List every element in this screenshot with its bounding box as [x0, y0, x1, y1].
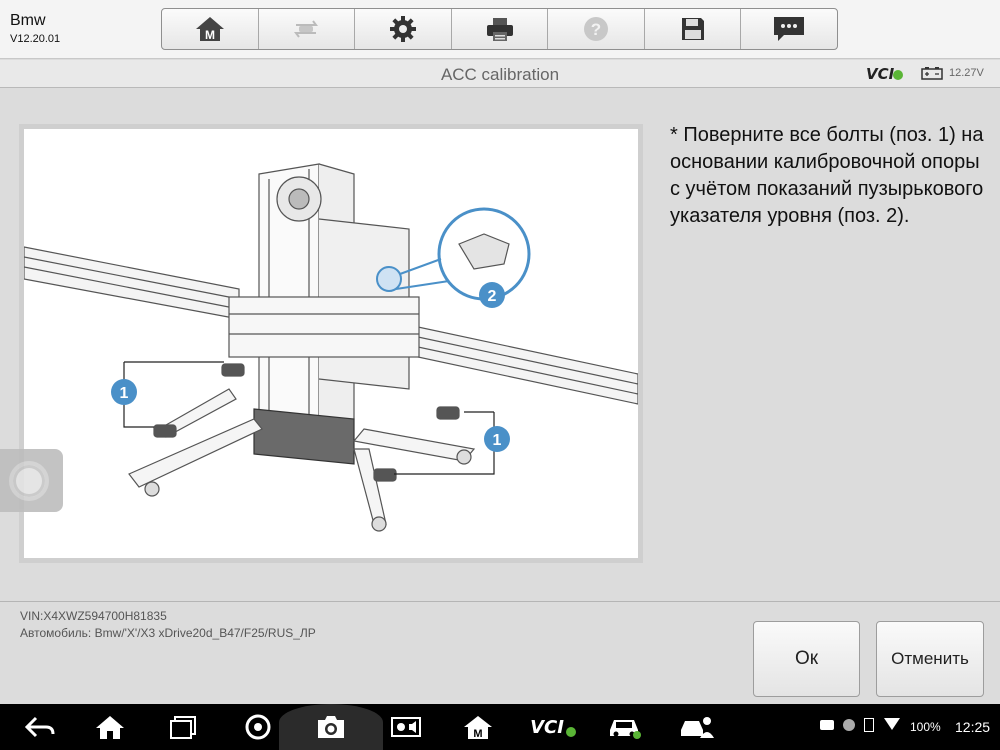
recent-apps-button[interactable] [165, 713, 201, 741]
vin-text: VIN:X4XWZ594700H81835 [20, 609, 167, 623]
home-m-icon: M [464, 716, 492, 740]
home-m-icon: M [195, 17, 224, 42]
display-settings-button[interactable] [388, 713, 424, 741]
toolbar: M [161, 8, 838, 50]
home-nav-button[interactable] [92, 713, 128, 741]
battery-percent: 100% [910, 720, 941, 734]
chrome-icon [245, 714, 271, 740]
back-nav-button[interactable] [22, 713, 58, 741]
svg-text:M: M [473, 728, 482, 740]
chat-status-icon [820, 720, 834, 730]
car-text: Автомобиль: Bmw/'X'/X3 xDrive20d_B47/F25… [20, 626, 316, 640]
question-icon: ? [584, 17, 609, 41]
svg-text:M: M [205, 28, 215, 42]
ok-button[interactable]: Ок [753, 621, 860, 697]
help-button[interactable]: ? [548, 9, 645, 49]
camera-icon [318, 716, 344, 738]
printer-icon [486, 18, 513, 41]
cancel-button[interactable]: Отменить [876, 621, 984, 697]
brightness-volume-icon [391, 717, 421, 737]
svg-text:?: ? [591, 20, 601, 39]
wifi-status-icon [884, 718, 900, 730]
vci-connected-icon [893, 70, 903, 80]
print-button[interactable] [452, 9, 549, 49]
back-arrow-icon [24, 716, 55, 738]
callout-1-left: 1 [120, 385, 129, 402]
calibration-illustration: 1 1 2 [19, 124, 643, 563]
floating-assist-handle[interactable] [0, 449, 63, 512]
messages-button[interactable] [741, 9, 837, 49]
remote-support-button[interactable] [679, 713, 715, 741]
callout-2: 2 [488, 288, 497, 305]
home-icon [96, 716, 124, 739]
app-brand: Bmw V12.20.01 [10, 12, 60, 45]
car-person-icon [681, 717, 714, 738]
car-icon [610, 720, 641, 739]
voltage-value: 12.27V [949, 67, 984, 79]
chat-icon [774, 17, 805, 41]
adas-stand-drawing: 1 1 2 [24, 163, 638, 532]
android-nav-bar: M VCI 100% 12:25 [0, 704, 1000, 750]
browser-nav-button[interactable] [240, 713, 276, 741]
vci-nav-button[interactable]: VCI [530, 713, 576, 741]
sim-status-icon [864, 718, 874, 732]
callout-1-right: 1 [493, 432, 502, 449]
home-button[interactable]: M [162, 9, 259, 49]
bluetooth-status-icon [843, 719, 855, 731]
save-button[interactable] [645, 9, 742, 49]
vehicle-nav-button[interactable] [606, 713, 642, 741]
vehicle-swap-button[interactable] [259, 9, 356, 49]
app-version: V12.20.01 [10, 33, 61, 45]
recent-apps-icon [170, 716, 196, 739]
vci-nav-label: VCI [530, 716, 564, 738]
gear-icon [389, 16, 416, 42]
settings-button[interactable] [355, 9, 452, 49]
app-name: Bmw [10, 12, 46, 29]
instruction-text: * Поверните все болты (поз. 1) на основа… [670, 124, 984, 227]
vci-status-label: VCI [866, 65, 895, 83]
assist-ring-icon [9, 461, 49, 501]
diagnostics-home-button[interactable]: M [460, 713, 496, 741]
vehicle-swap-icon [294, 20, 319, 38]
vehicle-info: VIN:X4XWZ594700H81835 Автомобиль: Bmw/'X… [20, 608, 316, 642]
screenshot-nav-button[interactable] [313, 713, 349, 741]
floppy-icon [681, 18, 704, 40]
vci-check-icon [565, 727, 576, 737]
top-bar: Bmw V12.20.01 M [0, 0, 1000, 59]
title-bar: ACC calibration VCI [0, 60, 1000, 88]
clock: 12:25 [955, 719, 991, 735]
battery-voltage-icon [921, 67, 943, 80]
page-title: ACC calibration [440, 65, 560, 84]
info-divider [0, 601, 1000, 602]
